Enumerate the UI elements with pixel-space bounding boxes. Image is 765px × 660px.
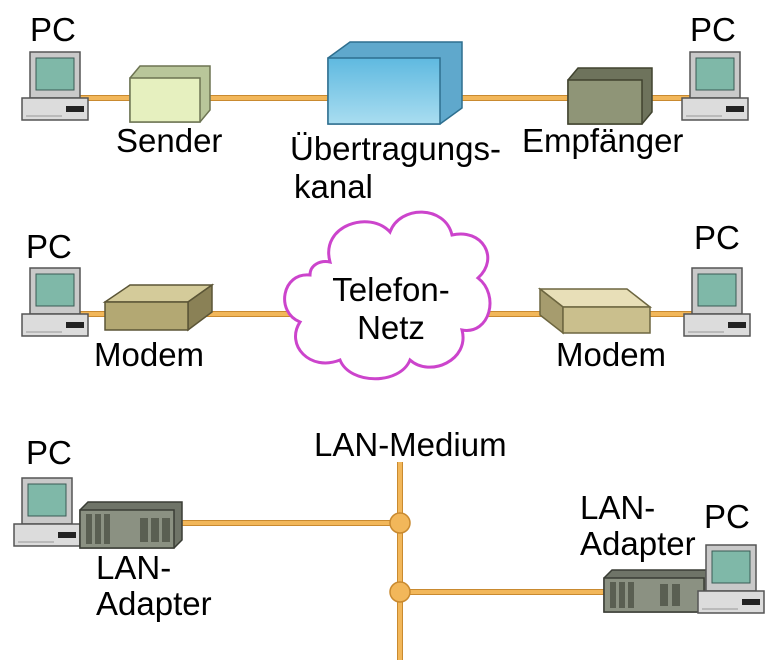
sender-box: [129, 65, 211, 123]
cloud-label-line2: Netz: [357, 309, 425, 346]
row2-pc-left-label: PC: [26, 228, 72, 265]
lan-adapter-left: [79, 501, 183, 549]
cloud-label-line1: Telefon-: [332, 271, 450, 308]
cloud-label: Telefon- Netz: [311, 271, 471, 347]
adapter-left-label-line1: LAN-: [96, 549, 172, 586]
row1-pc-left: [21, 51, 89, 121]
adapter-right-label-line1: LAN-: [580, 489, 656, 526]
modem-right: [537, 287, 653, 335]
bus-tap-upper: [389, 512, 411, 534]
telephone-network-cloud: [283, 210, 492, 381]
lan-adapter-right: [603, 569, 713, 613]
modem-right-label: Modem: [556, 336, 667, 373]
row3-pc-right: [697, 544, 765, 614]
row3-pc-left: [13, 477, 81, 547]
row3-pc-left-label: PC: [26, 434, 72, 471]
modem-left-label: Modem: [94, 336, 205, 373]
row1-pc-right: [681, 51, 749, 121]
bus-tap-lower: [389, 581, 411, 603]
row2-pc-right-label: PC: [694, 219, 740, 256]
row2-pc-right: [683, 267, 751, 337]
transmission-channel-box: [327, 41, 463, 125]
lan-medium-bus: [180, 462, 612, 660]
row2-pc-left: [21, 267, 89, 337]
modem-left: [102, 283, 215, 332]
channel-label-line2: kanal: [294, 168, 373, 205]
channel-label-line1: Übertragungs-: [290, 130, 501, 167]
lan-medium-label: LAN-Medium: [314, 426, 507, 463]
adapter-right-label-line2: Adapter: [580, 525, 696, 562]
receiver-label: Empfänger: [522, 122, 684, 159]
row1-pc-right-label: PC: [690, 11, 736, 48]
adapter-left-label-line2: Adapter: [96, 585, 212, 622]
row1-pc-left-label: PC: [30, 11, 76, 48]
sender-label: Sender: [116, 122, 223, 159]
row3-pc-right-label: PC: [704, 498, 750, 535]
receiver-box: [567, 67, 653, 125]
